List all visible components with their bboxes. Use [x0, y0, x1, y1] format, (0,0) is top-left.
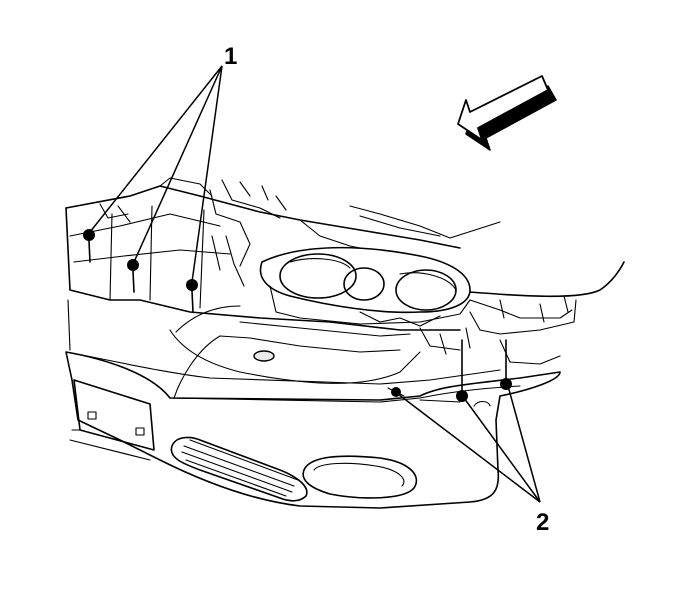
upper-fastener-group [83, 229, 198, 313]
license-plate-area [69, 379, 155, 461]
fastener-upper-left [83, 229, 95, 263]
fog-lamp [302, 455, 418, 499]
callout-label-1: 1 [224, 43, 237, 70]
fastener-upper-right [186, 279, 198, 313]
front-arrow-icon [457, 75, 557, 151]
right-fender-structure [419, 261, 625, 365]
fastener-lower-left [387, 387, 405, 397]
callout-2-leaders [397, 385, 541, 503]
callout-label-2: 2 [536, 509, 549, 536]
fastener-upper-middle [127, 259, 139, 293]
front-bumper-fascia [65, 299, 561, 509]
radiator-support [65, 177, 501, 331]
fastener-lower-right [500, 339, 512, 390]
lower-grille [170, 436, 308, 502]
headlamp-assembly [259, 246, 471, 327]
callout-1-leaders [89, 65, 223, 283]
